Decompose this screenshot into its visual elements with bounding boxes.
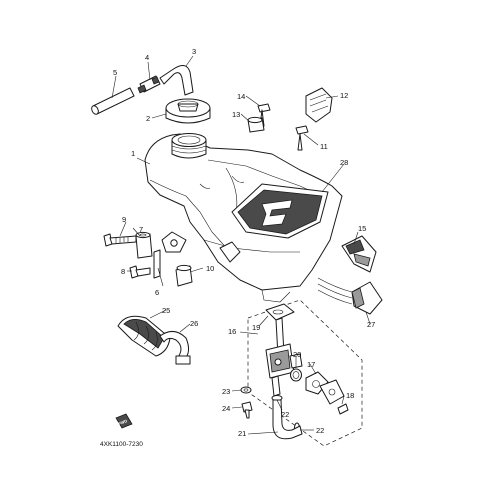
tank-emblem [231,183,329,239]
o-ring-20 [290,368,302,382]
callout-23: 23 [222,387,230,396]
fuel-cap [165,98,211,124]
band-15 [341,235,377,273]
callout-5: 5 [113,68,117,77]
callout-13: 13 [232,110,240,119]
callout-labels: 1 2 3 4 5 6 7 8 9 10 11 12 13 14 15 16 1… [113,47,375,438]
callout-14: 14 [237,92,245,101]
fuel-cock-assembly-box [247,299,363,447]
screw-24 [241,401,253,419]
callout-6: 6 [155,288,159,297]
callout-27: 27 [367,320,375,329]
callout-22-upper: 22 [281,410,289,419]
band-lines [317,277,353,305]
callout-20: 20 [293,350,301,359]
bolt-9 [103,233,137,247]
callout-11: 11 [320,142,328,151]
callout-18: 18 [346,391,354,400]
fitting-12 [305,87,333,123]
callout-9: 9 [122,215,126,224]
o-ring-20-inner [292,371,300,379]
callout-28: 28 [340,158,348,167]
callout-19: 19 [252,323,260,332]
callout-3: 3 [192,47,196,56]
screw-11 [295,125,309,151]
fuel-pipe-21 [272,399,303,440]
fuel-cock [265,317,303,397]
callout-7: 7 [139,225,143,234]
callout-12: 12 [340,91,348,100]
callout-25: 25 [162,306,170,315]
callout-1: 1 [131,149,135,158]
callout-4: 4 [145,53,149,62]
clamp-26 [159,331,191,365]
collar-7 [135,231,153,259]
breather-hose [159,65,194,96]
bolt-8 [129,265,151,279]
callout-8: 8 [121,267,125,276]
callout-10: 10 [206,264,214,273]
washer-23 [240,386,252,394]
callout-16: 16 [228,327,236,336]
damper-13 [247,116,265,133]
callout-2: 2 [146,114,150,123]
screw-18 [337,403,349,415]
cover-27 [351,281,383,315]
fwd-label: FWD [118,418,128,426]
callout-22-lower: 22 [316,426,324,435]
check-valve [137,75,161,94]
callout-21: 21 [238,429,246,438]
diagram-code: 4XK1100-7230 [100,441,143,448]
collar-10 [175,264,193,287]
callout-15: 15 [358,224,366,233]
callout-24: 24 [222,404,230,413]
gasket-19 [265,303,295,321]
leader-lines [111,55,371,435]
forward-arrow-icon: FWD [115,413,133,429]
damper-6 [153,249,161,279]
callout-17: 17 [307,360,315,369]
callout-26: 26 [190,319,198,328]
pipe [91,87,135,115]
washer-23-inner [243,388,249,392]
